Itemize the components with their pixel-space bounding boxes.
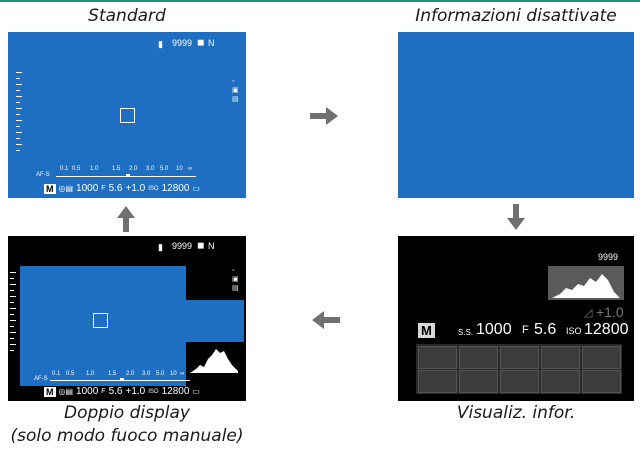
scale-label: 5.0 [160,166,169,172]
iso-label: ISO [566,326,582,336]
focus-distance-marker [126,174,130,177]
scale-label: 1.0 [90,166,99,172]
grid-cell [459,370,498,393]
shooting-mode-badge: M [44,386,56,397]
caption-standard: Standard [88,6,166,26]
focus-frame [120,108,135,123]
caption-info-display: Visualiz. infor. [456,403,576,423]
image-quality: N [208,241,215,251]
caption-dual-line2: (solo modo fuoco manuale) [10,426,244,446]
shutter-speed: 1000 [476,321,512,338]
scale-label: 0.5 [72,166,81,172]
exposure-meter [10,272,18,352]
aperture-prefix: F [101,185,106,192]
exposure-comp-icon: ◿ [584,307,593,319]
shutter-speed: 1000 [76,386,99,397]
card-icon: ▮ [158,242,163,252]
down-arrow-icon [507,204,525,230]
iso-value: 12800 [584,321,629,338]
scale-label: 5.0 [156,371,165,377]
shutter-label: S.S. [458,328,474,337]
focus-distance-marker [120,378,124,381]
image-size-icon: ◼ [197,240,205,250]
frames-remaining: 9999 [172,241,193,251]
aperture: 5.6 [108,183,123,194]
grid-cell [582,346,621,369]
exposure-comp: +1.0 [125,183,146,194]
grid-cell [418,370,457,393]
right-status-icons: ◦▣▤ [232,78,239,103]
scale-label: 0.5 [66,371,75,377]
grid-cell [418,346,457,369]
exposure-comp: +1.0 [125,386,146,397]
focus-mode: AF-S [34,376,48,382]
scale-label: 3.0 [146,166,155,172]
caption-dual-line1: Doppio display [64,403,190,423]
focus-frame [93,313,108,328]
shooting-mode-badge: M [44,183,56,194]
exposure-meter [16,72,24,152]
dual-exposure-row: M ◎▤ 1000 F 5.6 +1.0 ISO 12800 ▭ [44,386,200,397]
caption-info-off: Informazioni disattivate [415,6,617,26]
scale-label: 10 [176,166,183,172]
grid-cell [500,370,539,393]
scale-label: 3.0 [142,371,151,377]
histogram-panel [548,266,624,300]
info-display-screen: 9999 ◿ +1.0 M S.S. 1000 F 5.6 ISO 12800 [398,236,634,401]
right-arrow-icon [310,107,338,125]
scale-label: ∞ [180,371,185,377]
settings-grid [416,344,622,394]
metering-icons: ◎▤ [58,184,74,193]
scale-label: 1.0 [86,371,95,377]
image-size-icon: ◼ [197,37,205,47]
aperture: 5.6 [108,386,123,397]
scale-label: 0.1 [60,166,69,172]
up-arrow-icon [117,206,135,232]
aperture-prefix: F [101,388,106,395]
exposure-comp: +1.0 [596,304,624,320]
scale-label: 1.5 [112,166,121,172]
battery-icon: ▭ [192,184,200,193]
info-off-screen [398,32,634,198]
scale-label: 2.0 [129,166,138,172]
scale-label: 1.5 [108,371,117,377]
focus-mode: AF-S [36,172,50,178]
histogram [190,349,238,373]
grid-cell [582,370,621,393]
scale-label: 2.0 [126,371,135,377]
card-icon: ▮ [158,39,163,49]
scale-label: 0.1 [52,371,61,377]
scale-label: ∞ [188,166,193,172]
grid-cell [541,346,580,369]
iso-value: 12800 [161,183,190,194]
metering-icons: ◎▤ [58,387,74,396]
scale-label: 10 [170,371,177,377]
left-arrow-icon [312,311,340,329]
top-rule [0,0,640,2]
iso-value: 12800 [161,386,190,397]
frames-remaining: 9999 [598,252,619,262]
grid-cell [541,370,580,393]
aperture-label: F [522,324,529,336]
aperture: 5.6 [534,321,557,338]
battery-icon: ▭ [192,387,200,396]
grid-cell [459,346,498,369]
grid-cell [500,346,539,369]
image-quality: N [208,38,215,48]
standard-screen: ▮ 9999 ◼ N ◦▣▤ AF-S 0.1 0.5 1.0 1.5 2.0 … [8,32,246,198]
shutter-speed: 1000 [76,183,99,194]
focus-check-view [182,300,244,342]
iso-label: ISO [148,185,159,192]
iso-label: ISO [148,388,159,395]
shooting-mode-badge: M [418,323,435,338]
right-status-icons: ◦▣▤ [232,267,239,292]
standard-exposure-row: M ◎▤ 1000 F 5.6 +1.0 ISO 12800 ▭ [44,183,200,194]
histogram [552,274,620,298]
dual-display-screen: ▮ 9999 ◼ N ◦▣▤ AF-S 0.1 0.5 1.0 1.5 2.0 … [8,236,246,401]
frames-remaining: 9999 [172,38,193,48]
main-view [20,266,186,386]
